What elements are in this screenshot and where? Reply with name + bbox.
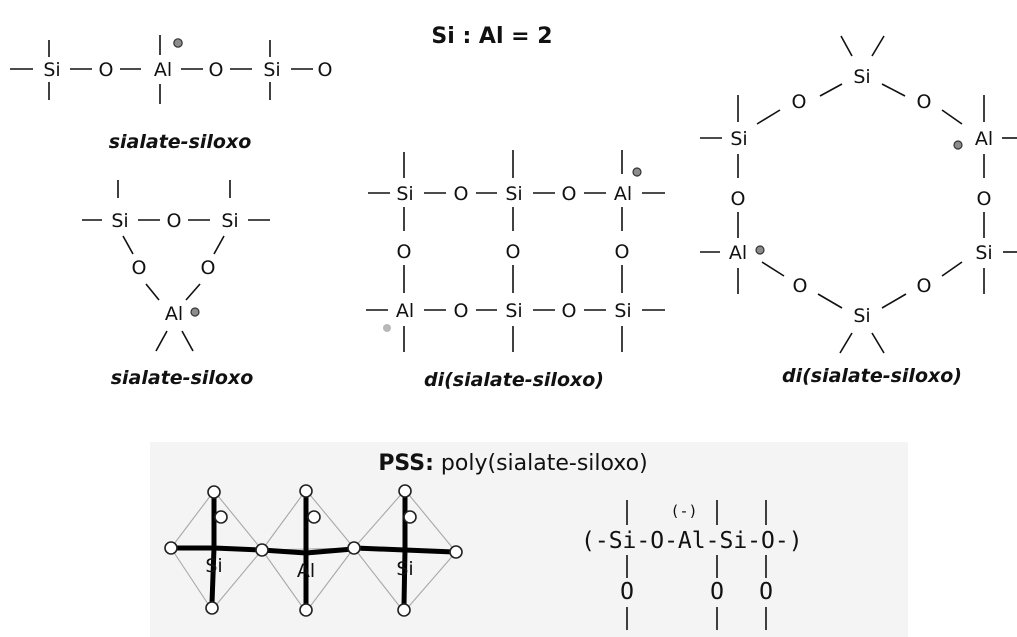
tri-atom-si-1: Si xyxy=(111,210,128,232)
hex-atom-si-top: Si xyxy=(853,66,870,88)
hex-atom-o-tl: O xyxy=(792,91,807,113)
tetrahedron-al: Al xyxy=(255,484,356,617)
tri-atom-o-left: O xyxy=(132,257,147,279)
hex-atom-o-bl: O xyxy=(793,275,808,297)
tetra-si-label-1: Si xyxy=(205,555,222,577)
pss-title: PSS: poly(sialate-siloxo) xyxy=(378,451,647,476)
hex-atom-al-r: Al xyxy=(975,128,993,150)
hexagon-caption: di(sialate-siloxo) xyxy=(782,365,962,387)
chain-caption: sialate-siloxo xyxy=(109,131,252,153)
hex-charge-dot-left xyxy=(755,245,765,255)
sq-atom-o-t1: O xyxy=(454,183,469,205)
sq-atom-al-tr: Al xyxy=(614,183,632,205)
pss-formula: (-) (-Si-O-Al-Si-O-) O O O xyxy=(581,500,803,630)
sq-charge-dot-bottom xyxy=(383,324,391,332)
tri-atom-si-2: Si xyxy=(221,210,238,232)
hex-atom-o-tr: O xyxy=(917,91,932,113)
hex-atom-o-l: O xyxy=(731,188,746,210)
pss-background-band xyxy=(150,442,908,637)
hex-atom-al-l: Al xyxy=(729,242,747,264)
pss-title-bold: PSS: xyxy=(378,451,434,476)
sq-atom-o-l: O xyxy=(397,241,412,263)
hex-atom-o-br: O xyxy=(917,275,932,297)
chain-atom-si-1: Si xyxy=(43,59,60,81)
pss-pendant-o-1: O xyxy=(620,579,634,605)
tri-atom-al: Al xyxy=(165,303,183,325)
pss-pendant-o-3: O xyxy=(759,579,773,605)
tri-atom-o-top: O xyxy=(167,210,182,232)
chain-atom-o-3: O xyxy=(318,59,333,81)
tri-charge-dot xyxy=(190,307,200,317)
sq-charge-dot-top xyxy=(632,167,642,177)
tetrahedron-si-2: Si xyxy=(347,484,463,617)
sq-atom-si-tl: Si xyxy=(396,183,413,205)
sq-atom-si-tm: Si xyxy=(505,183,522,205)
pss-title-name: poly(sialate-siloxo) xyxy=(434,451,648,476)
sq-atom-si-bm: Si xyxy=(505,300,522,322)
sq-atom-o-b1: O xyxy=(454,300,469,322)
hex-charge-dot-right xyxy=(953,140,963,150)
pss-formula-text: (-Si-O-Al-Si-O-) xyxy=(581,528,803,554)
linear-sialate-siloxo: Si O Al O Si O sialate-siloxo xyxy=(10,35,332,153)
sq-atom-al-bl: Al xyxy=(396,300,414,322)
ratio-title: Si : Al = 2 xyxy=(431,24,552,49)
pss-tetrahedra-model: Si Al Si xyxy=(164,484,463,617)
chain-atom-o-1: O xyxy=(99,59,114,81)
triangle-sialate-siloxo: Si O Si O O Al sialate-siloxo xyxy=(82,180,270,389)
tetrahedron-si-1: Si xyxy=(164,485,264,615)
sq-atom-o-t2: O xyxy=(562,183,577,205)
tetra-si-label-2: Si xyxy=(396,558,413,580)
hex-atom-o-r: O xyxy=(977,188,992,210)
hex-atom-si-bottom: Si xyxy=(853,305,870,327)
chain-charge-dot xyxy=(173,38,183,48)
tri-atom-o-right: O xyxy=(201,257,216,279)
sq-atom-si-br: Si xyxy=(614,300,631,322)
chain-atom-al: Al xyxy=(154,59,172,81)
chain-atom-o-2: O xyxy=(209,59,224,81)
hex-atom-si-l: Si xyxy=(730,128,747,150)
tetra-al-label: Al xyxy=(297,560,315,582)
pss-charge-label: (-) xyxy=(670,502,697,520)
pss-pendant-o-2: O xyxy=(710,579,724,605)
chain-atom-si-2: Si xyxy=(263,59,280,81)
sq-atom-o-b2: O xyxy=(562,300,577,322)
square-caption: di(sialate-siloxo) xyxy=(424,369,604,391)
sq-atom-o-r: O xyxy=(615,241,630,263)
sq-atom-o-m: O xyxy=(506,241,521,263)
triangle-caption: sialate-siloxo xyxy=(111,367,254,389)
hexagon-di-sialate-siloxo: Si O O Si Al O O Al Si O O Si di xyxy=(700,35,1017,387)
square-di-sialate-siloxo: Si O Si O Al O O O Al O Si O Si di(sia xyxy=(366,150,665,391)
hex-atom-si-r: Si xyxy=(975,242,992,264)
